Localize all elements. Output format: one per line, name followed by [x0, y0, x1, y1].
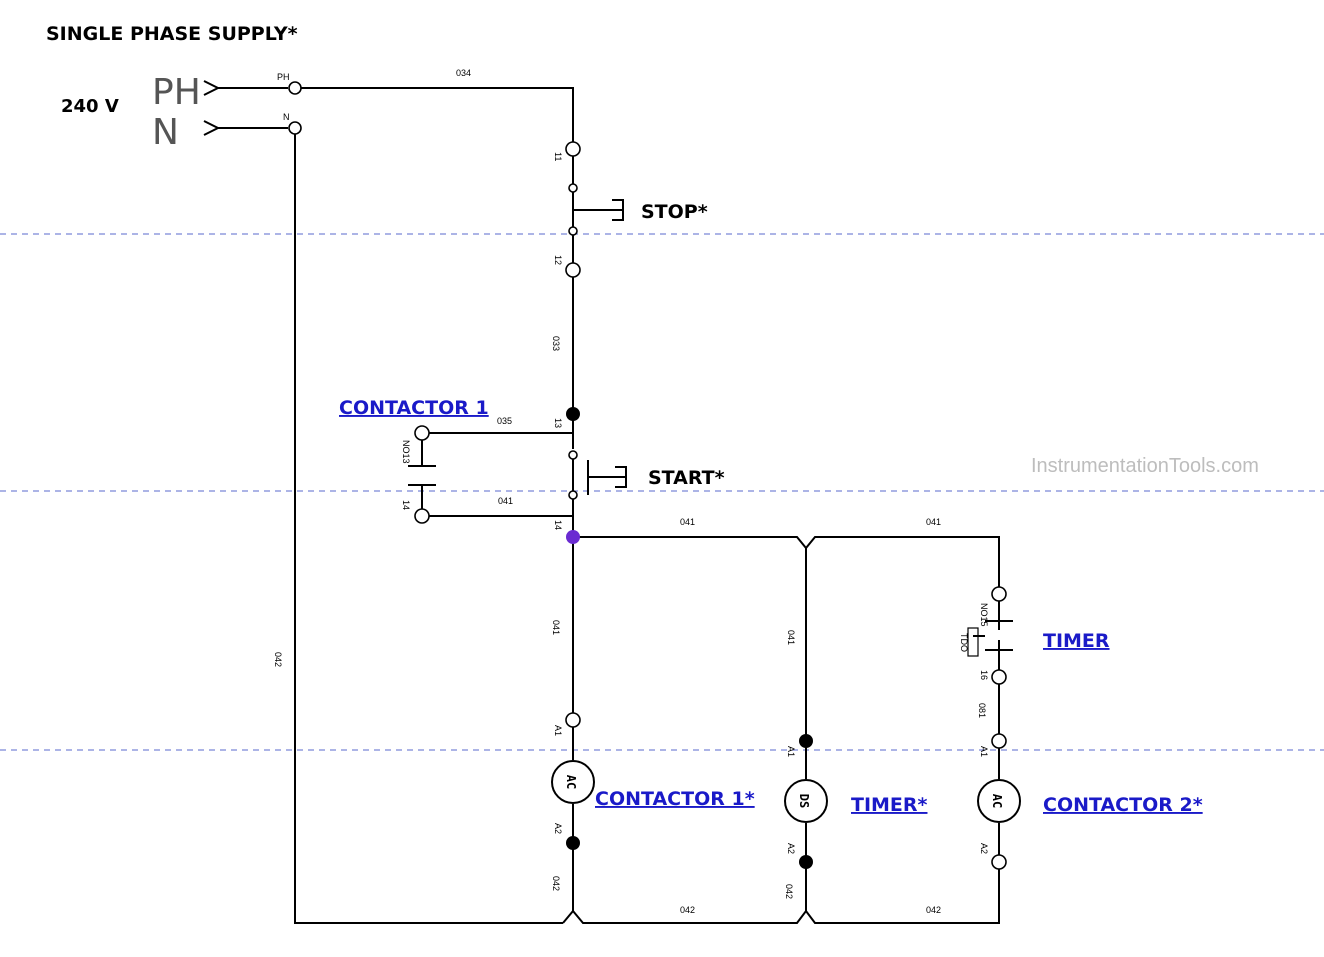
terminal-label: A1: [786, 746, 796, 757]
phase-wire: [301, 87, 574, 142]
wire-label: 035: [497, 416, 512, 426]
terminal-label: 12: [553, 255, 563, 265]
neutral-label: N: [152, 112, 179, 153]
terminal-stop-bottom: [565, 262, 581, 278]
watermark-text: InstrumentationTools.com: [1031, 455, 1259, 477]
junction-node: [566, 836, 580, 850]
wire-label: 042: [551, 876, 561, 891]
wire-label: 081: [977, 703, 987, 718]
terminal-ph: [288, 81, 302, 95]
terminal-aux-bottom: [414, 508, 430, 524]
terminal-label: A2: [786, 843, 796, 854]
supply-voltage: 240 V: [61, 96, 119, 117]
wire-label: 041: [926, 517, 941, 527]
aux-contact-wires: [408, 432, 573, 517]
contactor1-coil-text: AC: [564, 775, 578, 789]
terminal-c1-a1: [565, 712, 581, 728]
contactor2-coil: [977, 779, 1021, 823]
stop-contact-bottom: [568, 226, 578, 236]
start-switch: [572, 455, 627, 495]
timer-coil-text: DS: [797, 794, 811, 808]
wire-label: 034: [456, 68, 471, 78]
contactor2-coil-link[interactable]: CONTACTOR 2*: [1043, 794, 1203, 816]
neutral-terminal-label: N: [283, 112, 290, 122]
phase-terminal-label: PH: [277, 72, 290, 82]
phase-arrow: [203, 80, 288, 96]
terminal-n: [288, 121, 302, 135]
wire-label: 033: [551, 336, 561, 351]
wire-label: 042: [784, 884, 794, 899]
start-contact-top: [568, 450, 578, 460]
rung-041: [573, 536, 1000, 587]
terminal-label: 13: [553, 418, 563, 428]
stop-switch: [572, 190, 624, 230]
wire-label: 041: [680, 517, 695, 527]
wire-label: 042: [926, 905, 941, 915]
terminal-c2-a2: [991, 854, 1007, 870]
junction-node: [799, 734, 813, 748]
wire-label: 042: [680, 905, 695, 915]
start-label: START*: [648, 467, 725, 489]
contactor2-coil-text: AC: [990, 794, 1004, 808]
terminal-label: 14: [553, 520, 563, 530]
terminal-label: NO15: [979, 603, 989, 627]
wire-label: 042: [273, 652, 283, 667]
terminal-c2-a1: [991, 733, 1007, 749]
wire-label: 041: [786, 630, 796, 645]
neutral-arrow: [203, 120, 288, 136]
junction-node: [566, 530, 580, 544]
terminal-stop-top: [565, 141, 581, 157]
timer-contact: [973, 620, 1013, 651]
terminal-tc-bottom: [991, 669, 1007, 685]
wire-label: 041: [498, 496, 513, 506]
terminal-tc-top: [991, 586, 1007, 602]
c1-branch: [562, 537, 1000, 924]
terminal-aux-top: [414, 425, 430, 441]
timer-link[interactable]: TIMER: [1043, 630, 1110, 652]
neutral-wire: [294, 134, 563, 924]
terminal-label: TDO: [959, 633, 969, 652]
diagram-title: SINGLE PHASE SUPPLY*: [46, 23, 298, 45]
terminal-label: NO13: [401, 440, 411, 464]
junction-node: [566, 407, 580, 421]
phase-label: PH: [152, 72, 201, 113]
terminal-label: 14: [401, 500, 411, 510]
terminal-label: A1: [553, 725, 563, 736]
timer-contact-mark: [967, 627, 979, 657]
contactor1-coil-link[interactable]: CONTACTOR 1*: [595, 788, 755, 810]
start-contact-bottom: [568, 490, 578, 500]
wire-label: 041: [551, 620, 561, 635]
terminal-label: A2: [553, 823, 563, 834]
stop-label: STOP*: [641, 201, 708, 223]
terminal-label: 16: [979, 670, 989, 680]
junction-node: [799, 855, 813, 869]
stop-contact-top: [568, 183, 578, 193]
contactor1-coil: [551, 760, 595, 804]
terminal-label: A2: [979, 843, 989, 854]
terminal-label: 11: [553, 152, 563, 161]
contactor1-link[interactable]: CONTACTOR 1: [339, 397, 489, 419]
terminal-label: A1: [979, 746, 989, 757]
timer-coil-link[interactable]: TIMER*: [851, 794, 928, 816]
timer-coil: [784, 779, 828, 823]
